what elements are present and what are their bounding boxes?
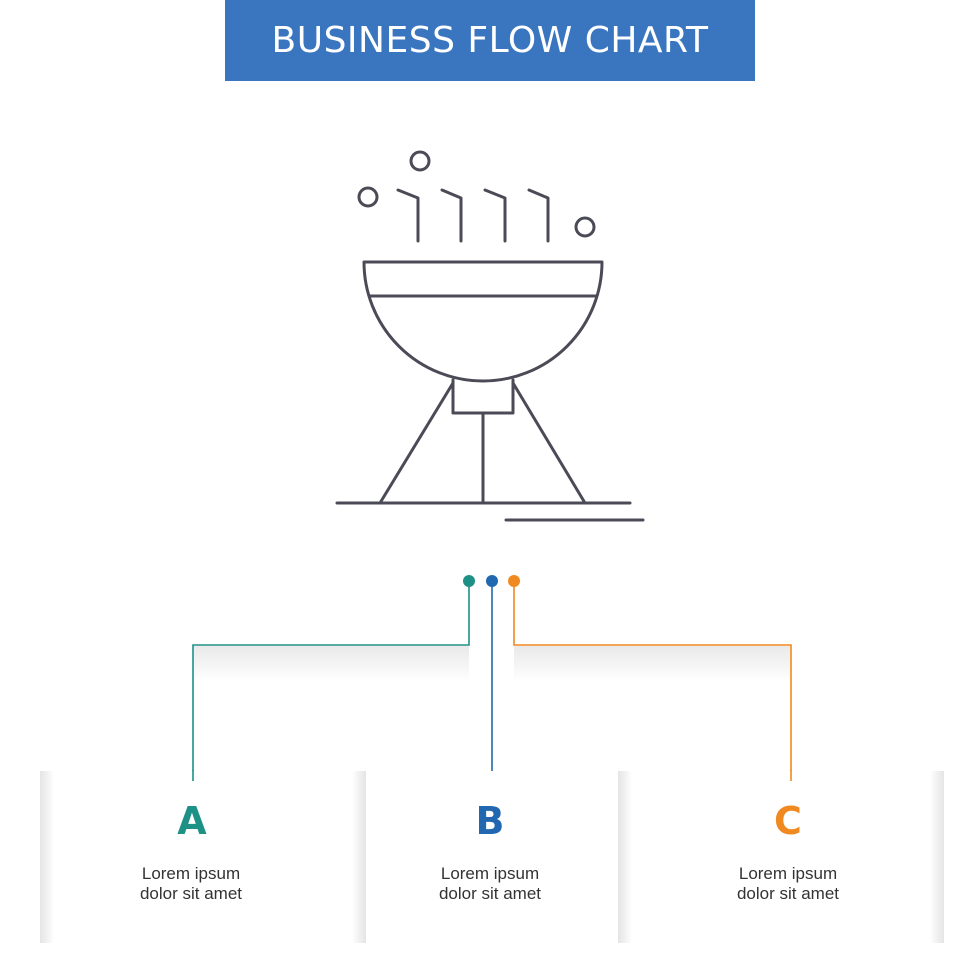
step-a-description: Lorem ipsum dolor sit amet [91,864,291,904]
connector-c-line [513,581,792,781]
step-a-line2: dolor sit amet [139,884,243,903]
step-card-c [618,771,944,943]
step-card-a [40,771,366,943]
step-b-letter: B [475,799,505,843]
step-c-description: Lorem ipsum dolor sit amet [688,864,888,904]
connector-a-line [192,581,470,781]
chart-title: BUSINESS FLOW CHART [271,20,709,61]
step-card-b [366,771,618,943]
connector-a-shadow [193,646,469,682]
step-b-description: Lorem ipsum dolor sit amet [390,864,590,904]
step-c-line2: dolor sit amet [736,884,840,903]
barbecue-grill-icon [335,150,645,522]
step-b-line1: Lorem ipsum [440,864,540,883]
connector-c-shadow [514,646,790,682]
step-c-line1: Lorem ipsum [738,864,838,883]
step-a-letter: A [177,799,207,843]
step-c-letter: C [774,799,802,843]
title-banner: BUSINESS FLOW CHART [225,0,755,81]
step-b-line2: dolor sit amet [438,884,542,903]
step-a-line1: Lorem ipsum [141,864,241,883]
